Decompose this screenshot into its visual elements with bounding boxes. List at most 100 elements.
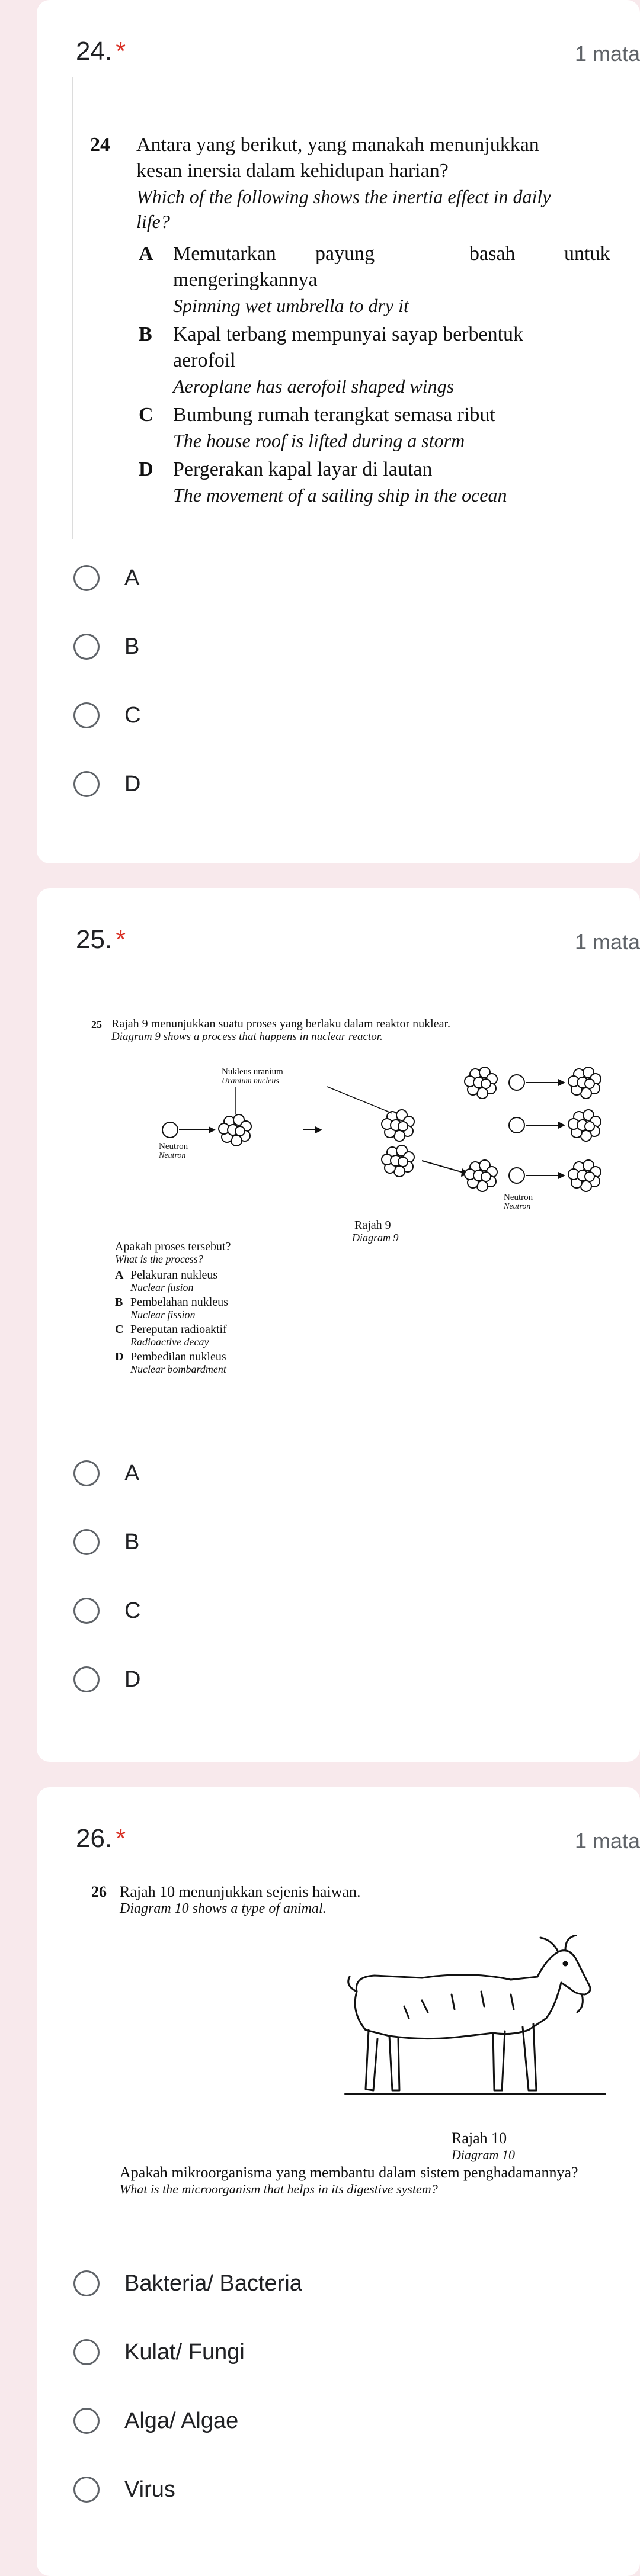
choice-text-ms: Pergerakan kapal layar di lautan: [173, 458, 433, 480]
option-d[interactable]: D: [73, 1662, 488, 1697]
question-number: 24.: [76, 37, 113, 66]
required-mark: *: [116, 925, 126, 954]
image-text-ms: kesan inersia dalam kehidupan harian?: [136, 160, 449, 182]
option-label: B: [124, 634, 140, 659]
option-label: Virus: [124, 2477, 175, 2502]
radio-button[interactable]: [73, 1598, 100, 1624]
choice-text-ms: Pembedilan nukleus: [130, 1350, 226, 1363]
option-a[interactable]: A: [73, 1456, 488, 1491]
radio-button[interactable]: [73, 2339, 100, 2365]
choice-text-ms: untuk: [564, 243, 610, 265]
nucleus-label-ms: Nukleus uranium: [222, 1067, 283, 1077]
radio-button[interactable]: [73, 634, 100, 660]
option-a[interactable]: A: [73, 560, 488, 596]
choice-text-ms: mengeringkannya: [173, 269, 318, 291]
question-title: 26.*: [76, 1824, 126, 1854]
choice-text-ms: Pembelahan nukleus: [130, 1296, 228, 1309]
choice-text-en: Spinning wet umbrella to dry it: [173, 295, 409, 316]
choice-letter: D: [139, 458, 153, 480]
option-b[interactable]: B: [73, 1524, 488, 1560]
question-number: 25.: [76, 925, 113, 954]
option-label: D: [124, 771, 141, 796]
choice-text-en: Nuclear bombardment: [130, 1363, 226, 1375]
choice-text-en: Aeroplane has aerofoil shaped wings: [173, 375, 455, 397]
choice-letter: B: [115, 1296, 123, 1309]
question-card-26: 26.* 1 mata 26 Rajah 10 menunjukkan seje…: [37, 1787, 640, 2576]
diagram-caption-en: Diagram 10: [452, 2147, 515, 2162]
radio-button[interactable]: [73, 771, 100, 797]
question-image: 26 Rajah 10 menunjukkan sejenis haiwan. …: [37, 1864, 640, 2249]
image-text-ms: Antara yang berikut, yang manakah menunj…: [136, 134, 539, 156]
choice-text-en: Radioactive decay: [130, 1336, 209, 1348]
goat-illustration: [344, 1935, 606, 2095]
choice-text-ms: basah: [469, 243, 516, 265]
diagram-caption-en: Diagram 9: [352, 1232, 399, 1244]
option-c[interactable]: C: [73, 1593, 488, 1629]
points-label: 1 mata: [574, 1829, 640, 1853]
diagram-caption-ms: Rajah 9: [354, 1219, 391, 1232]
image-text-en: Which of the following shows the inertia…: [136, 186, 551, 207]
question-title: 24.*: [76, 37, 126, 66]
option-fungi[interactable]: Kulat/ Fungi: [73, 2334, 488, 2370]
option-label: Bakteria/ Bacteria: [124, 2270, 302, 2296]
choice-letter: A: [115, 1268, 124, 1281]
radio-button[interactable]: [73, 2270, 100, 2296]
option-virus[interactable]: Virus: [73, 2472, 488, 2507]
radio-button[interactable]: [73, 2477, 100, 2503]
option-bacteria[interactable]: Bakteria/ Bacteria: [73, 2266, 488, 2301]
image-text-en: Diagram 9 shows a process that happens i…: [111, 1030, 383, 1043]
question-card-24: 24.* 1 mata 24 Antara yang berikut, yang…: [37, 0, 640, 863]
radio-button[interactable]: [73, 702, 100, 728]
option-label: B: [124, 1529, 140, 1554]
choice-text-en: The house roof is lifted during a storm: [173, 430, 465, 451]
choice-text-ms: Bumbung rumah terangkat semasa ribut: [173, 404, 495, 426]
radio-button[interactable]: [73, 2408, 100, 2434]
option-d[interactable]: D: [73, 766, 488, 802]
choice-text-ms: Pelakuran nukleus: [130, 1268, 218, 1281]
image-border: [72, 77, 73, 539]
required-mark: *: [116, 37, 126, 66]
option-algae[interactable]: Alga/ Algae: [73, 2403, 488, 2439]
nucleus-label-en: Uranium nucleus: [222, 1077, 279, 1085]
choice-letter: C: [139, 404, 153, 426]
points-label: 1 mata: [574, 41, 640, 66]
radio-button[interactable]: [73, 565, 100, 591]
image-text-ms: Rajah 10 menunjukkan sejenis haiwan.: [120, 1883, 361, 1900]
neutron-label-ms: Neutron: [504, 1193, 533, 1202]
option-label: A: [124, 565, 140, 590]
image-question-ms: Apakah mikroorganisma yang membantu dala…: [120, 2164, 578, 2181]
choice-text-ms: aerofoil: [173, 349, 236, 371]
question-number: 26.: [76, 1824, 113, 1853]
image-text-ms: Rajah 9 menunjukkan suatu proses yang be…: [111, 1017, 451, 1030]
choice-letter: A: [139, 243, 153, 265]
fission-diagram: [162, 1067, 601, 1192]
choice-text-en: Nuclear fission: [130, 1309, 196, 1321]
image-question-number: 26: [91, 1883, 107, 1900]
option-c[interactable]: C: [73, 698, 488, 733]
image-text-en: life?: [136, 211, 170, 232]
choice-text-ms: Pereputan radioaktif: [130, 1323, 227, 1336]
option-b[interactable]: B: [73, 629, 488, 664]
choice-text-ms: payung: [315, 243, 375, 265]
image-question-ms: Apakah proses tersebut?: [115, 1240, 231, 1253]
choice-text-en: Nuclear fusion: [130, 1281, 194, 1293]
option-label: C: [124, 1598, 141, 1623]
diagram-caption-ms: Rajah 10: [452, 2129, 507, 2147]
image-question-en: What is the process?: [115, 1253, 203, 1265]
image-text-en: Diagram 10 shows a type of animal.: [120, 1901, 327, 1916]
radio-button[interactable]: [73, 1460, 100, 1486]
question-image: 25 Rajah 9 menunjukkan suatu proses yang…: [37, 965, 640, 1439]
choice-text-en: The movement of a sailing ship in the oc…: [173, 484, 507, 506]
question-title: 25.*: [76, 925, 126, 955]
question-card-25: 25.* 1 mata 25 Rajah 9 menunjukkan suatu…: [37, 888, 640, 1762]
option-label: Alga/ Algae: [124, 2408, 239, 2433]
radio-button[interactable]: [73, 1529, 100, 1555]
image-question-number: 25: [91, 1019, 102, 1030]
radio-button[interactable]: [73, 1666, 100, 1692]
question-image: 24 Antara yang berikut, yang manakah men…: [37, 77, 640, 539]
image-question-en: What is the microorganism that helps in …: [120, 2182, 438, 2196]
neutron-label-en: Neutron: [159, 1151, 186, 1160]
option-label: D: [124, 1666, 141, 1692]
choice-letter: D: [115, 1350, 124, 1363]
choice-text-ms: Memutarkan: [173, 243, 276, 265]
